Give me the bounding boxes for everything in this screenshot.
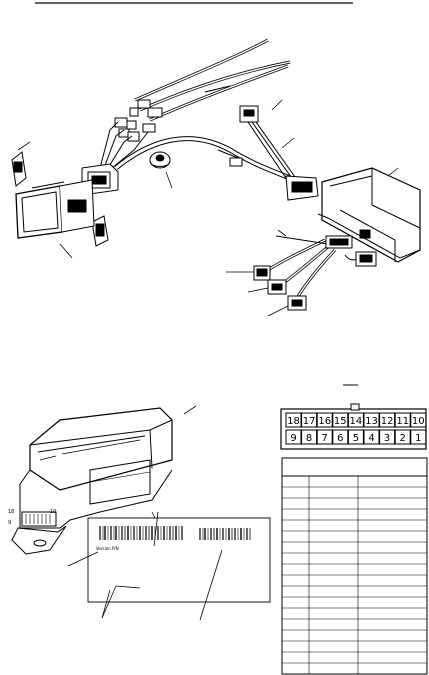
pin-number: 16 <box>318 416 331 427</box>
pin-number: 13 <box>365 416 378 427</box>
pin-box <box>316 412 333 428</box>
mounting-clip-left <box>11 141 31 187</box>
barcode-left <box>99 526 183 540</box>
pin-box <box>347 429 364 445</box>
pin-number: 17 <box>303 416 316 427</box>
pin-box <box>363 412 380 428</box>
connector-top-right <box>239 99 301 185</box>
pin-box <box>394 429 411 445</box>
pin-number: 18 <box>287 416 300 427</box>
pin-number: 2 <box>400 433 406 444</box>
pin-box <box>394 412 411 428</box>
display-bezel <box>15 179 95 259</box>
pin-table-grid <box>282 476 427 674</box>
pin-number: 1 <box>415 433 421 444</box>
pin-box <box>410 429 427 445</box>
center-plug <box>285 175 319 201</box>
pin-number: 4 <box>368 433 374 444</box>
pin-box <box>301 412 318 428</box>
mounting-clip-right <box>91 215 109 247</box>
pin-box <box>363 429 380 445</box>
pin-number: 7 <box>322 433 328 444</box>
pin-box <box>285 429 302 445</box>
unit-pin-18-label: 18 <box>8 509 14 515</box>
pin-box <box>332 429 349 445</box>
pin-number: 11 <box>396 416 409 427</box>
pin-box <box>285 412 302 428</box>
pin-number: 15 <box>334 416 347 427</box>
pin-number: 12 <box>381 416 394 427</box>
barcode-right <box>199 528 251 540</box>
pin-number: 6 <box>337 433 343 444</box>
pin-box <box>347 412 364 428</box>
harness-connectors <box>114 99 163 142</box>
pin-number: 14 <box>350 416 363 427</box>
label-serial-text: Version P/N <box>96 546 119 551</box>
pin-number: 8 <box>306 433 312 444</box>
pin-box <box>410 412 427 428</box>
pin-number: 9 <box>290 433 296 444</box>
pin-box <box>316 429 333 445</box>
unit-with-label <box>11 405 271 621</box>
pin-box <box>332 412 349 428</box>
unit-pin-9-label: 9 <box>8 520 11 526</box>
pin-box <box>301 429 318 445</box>
pin-number: 3 <box>384 433 390 444</box>
harness-wires <box>134 38 291 122</box>
connector-stack <box>226 235 377 317</box>
buzzer <box>149 151 173 189</box>
pin-box <box>379 412 396 428</box>
upper-exploded-view <box>11 38 421 317</box>
pin-number: 5 <box>353 433 359 444</box>
pin-table <box>281 457 428 675</box>
unit-pin-10-label: 10 <box>50 509 56 515</box>
ecu-module <box>317 167 421 263</box>
pin-box <box>379 429 396 445</box>
pin-number: 10 <box>412 416 425 427</box>
